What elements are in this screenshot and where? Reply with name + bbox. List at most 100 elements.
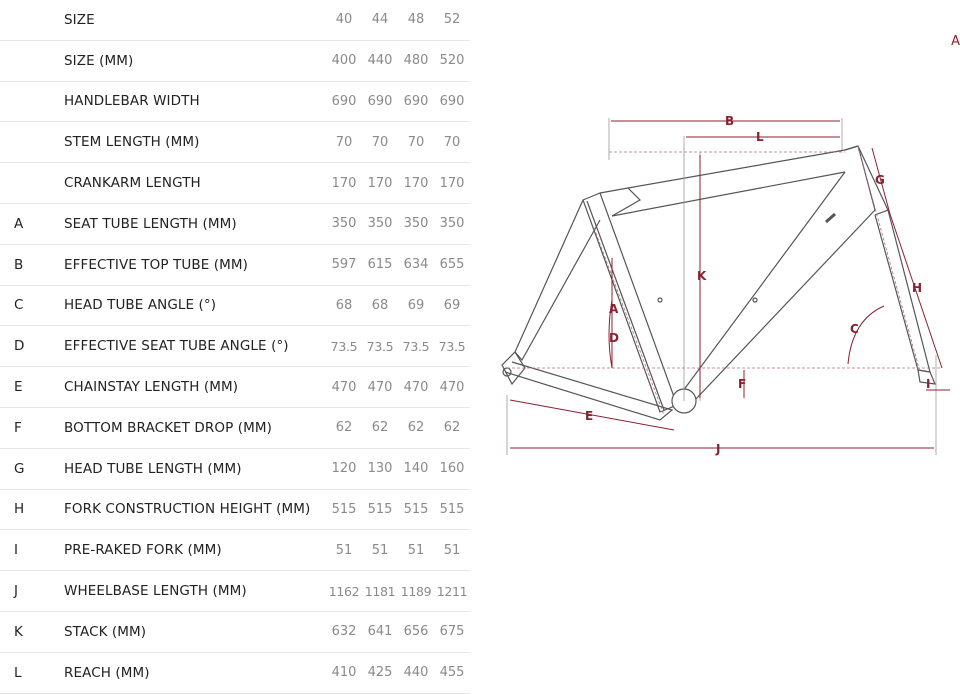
bike-frame <box>501 145 936 421</box>
size-value: 73.5 <box>366 338 394 354</box>
row-code: K <box>14 623 23 640</box>
size-value: 632 <box>331 624 357 640</box>
size-value: 62 <box>371 420 389 436</box>
size-value: 1162 <box>328 583 360 599</box>
row-values: 40 44 48 52 <box>326 12 470 27</box>
row-label: HEAD TUBE ANGLE (°) <box>64 297 217 314</box>
row-code: H <box>14 501 25 518</box>
size-value: 470 <box>331 379 357 395</box>
row-label: WHEELBASE LENGTH (MM) <box>64 583 247 600</box>
size-value: 400 <box>331 53 357 69</box>
table-row: STEM LENGTH (MM) 70 70 70 70 <box>0 122 470 164</box>
size-value: 70 <box>407 134 425 150</box>
size-value: 515 <box>367 501 393 517</box>
row-code: J <box>14 583 18 600</box>
size-value: 69 <box>443 297 461 313</box>
size-value: 690 <box>439 93 465 109</box>
row-label: SIZE <box>64 11 95 28</box>
row-label: PRE-RAKED FORK (MM) <box>64 542 222 559</box>
size-value: 470 <box>367 379 393 395</box>
row-code: A <box>14 215 24 232</box>
label-e: E <box>585 409 593 423</box>
row-label: EFFECTIVE TOP TUBE (MM) <box>64 256 248 273</box>
row-values: 73.5 73.5 73.5 73.5 <box>326 339 470 354</box>
table-row: SIZE 40 44 48 52 <box>0 0 470 41</box>
size-value: 350 <box>403 216 429 232</box>
row-code: E <box>14 379 23 396</box>
size-value: 51 <box>443 542 461 558</box>
size-value: 615 <box>367 257 393 273</box>
size-value: 51 <box>335 542 353 558</box>
size-value: 70 <box>335 134 353 150</box>
size-value: 140 <box>403 461 429 477</box>
size-value: 160 <box>439 461 465 477</box>
size-value: 641 <box>367 624 393 640</box>
label-j: J <box>715 442 720 456</box>
row-label: STEM LENGTH (MM) <box>64 134 200 151</box>
size-value: 73.5 <box>438 338 466 354</box>
row-label: SIZE (MM) <box>64 52 134 69</box>
size-value: 48 <box>407 12 425 28</box>
size-value: 52 <box>443 12 461 28</box>
size-value: 68 <box>335 297 353 313</box>
size-value: 597 <box>331 257 357 273</box>
size-value: 350 <box>331 216 357 232</box>
size-value: 70 <box>443 134 461 150</box>
size-value: 1189 <box>400 583 432 599</box>
size-value: 410 <box>331 665 357 681</box>
size-value: 73.5 <box>402 338 430 354</box>
row-label: FORK CONSTRUCTION HEIGHT (MM) <box>64 501 311 518</box>
dimension-lines <box>509 120 950 449</box>
label-c: C <box>850 322 859 336</box>
size-value: 515 <box>439 501 465 517</box>
size-value: 470 <box>439 379 465 395</box>
row-values: 70 70 70 70 <box>326 135 470 150</box>
size-value: 70 <box>371 134 389 150</box>
size-value: 1211 <box>436 583 468 599</box>
size-value: 440 <box>367 53 393 69</box>
row-code: B <box>14 256 24 273</box>
size-value: 62 <box>443 420 461 436</box>
row-label: EFFECTIVE SEAT TUBE ANGLE (°) <box>64 338 289 355</box>
size-value: 690 <box>367 93 393 109</box>
size-value: 350 <box>367 216 393 232</box>
size-value: 656 <box>403 624 429 640</box>
size-value: 44 <box>371 12 389 28</box>
row-code: F <box>14 419 22 436</box>
row-label: SEAT TUBE LENGTH (MM) <box>64 215 237 232</box>
row-code: D <box>14 338 25 355</box>
size-value: 62 <box>407 420 425 436</box>
frame-geometry-diagram: B L G K H A C D F I E J <box>501 114 950 456</box>
label-d: D <box>609 331 619 345</box>
reference-lines <box>506 118 940 455</box>
size-value: 73.5 <box>330 338 358 354</box>
size-value: 51 <box>371 542 389 558</box>
size-value: 634 <box>403 257 429 273</box>
size-value: 170 <box>331 175 357 191</box>
label-a: A <box>609 302 619 316</box>
label-g: G <box>875 173 885 187</box>
size-value: 40 <box>335 12 353 28</box>
